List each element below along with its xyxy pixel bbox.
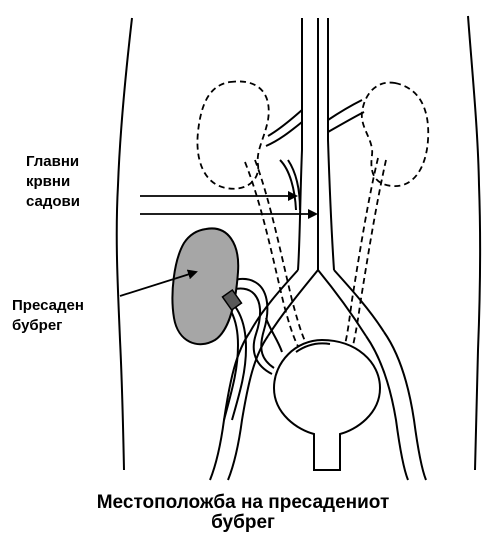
native-ureters	[245, 158, 386, 358]
native-kidneys	[197, 81, 428, 188]
native-kidney-left	[197, 81, 268, 188]
label-kidney-line-2: бубрег	[12, 316, 132, 336]
native-kidney-right	[362, 83, 428, 187]
label-transplanted-kidney: Пресаден бубрег	[12, 296, 132, 336]
caption-line-2: бубрег	[0, 513, 486, 533]
bladder	[274, 340, 380, 470]
bladder-outline	[274, 340, 380, 470]
label-vessels-line-3: садови	[26, 192, 136, 212]
label-vessels-line-2: крвни	[26, 172, 136, 192]
figure-caption: Местоположба на пресадениот бубрег	[0, 493, 486, 533]
body-outline-left	[117, 18, 132, 470]
transplanted-kidney	[172, 228, 238, 344]
label-kidney-line-1: Пресаден	[12, 296, 132, 316]
caption-line-1: Местоположба на пресадениот	[0, 493, 486, 513]
label-main-blood-vessels: Главни крвни садови	[26, 152, 136, 212]
body-outline-right	[468, 16, 480, 470]
label-vessels-line-1: Главни	[26, 152, 136, 172]
